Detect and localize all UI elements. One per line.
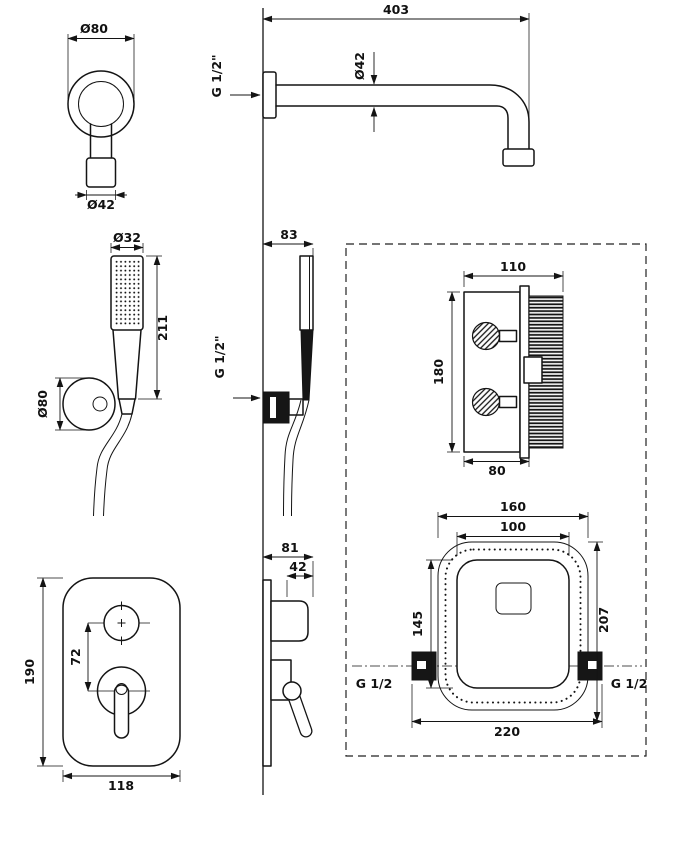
hand-shower-side-view: 83 G 1/2" [212,227,314,517]
dim-label-trim-height: 190 [22,659,37,685]
thermostat-knob-side [270,600,309,642]
template-display-window [495,582,532,615]
dim-label-handle-spacing: 72 [68,648,83,665]
extension-lines [447,291,460,453]
hand-shower-front-view: Ø32 211 Ø80 [35,230,170,517]
dim-label-cutout-width: 160 [500,499,526,514]
arm-flange-inner [78,81,124,127]
template-plate [456,559,570,689]
trim-plate-front-view: 190 72 118 [22,577,181,793]
arm-nozzle [502,148,535,167]
dim-label-thread-left: G 1/2 [356,676,393,691]
dim-label-total-height: 207 [596,607,611,633]
port-stub [498,395,518,409]
lever-pivot [115,683,128,695]
dim-label-arm-length: 403 [383,2,409,17]
arm-outlet-nut [85,157,117,188]
trim-plate-side [262,579,272,767]
arm-pipe-front [89,123,113,159]
diverter-lever [113,684,130,739]
dim-label-valve-depth: 80 [488,463,506,478]
hose-connector [118,398,136,415]
shower-hose-side [283,399,310,517]
fitting-slot [588,661,597,669]
dim-label-wall-offset: 83 [280,227,297,242]
arm-flange-outer [67,70,135,138]
dim-label-arm-outlet-diameter: Ø42 [87,197,115,212]
dim-label-holder-diameter: Ø80 [35,390,50,418]
lever-pivot-side [282,681,302,701]
dim-label-valve-height: 180 [431,359,446,385]
lever-handle-fill [288,691,312,737]
dim-label-arm-thread: G 1/2" [209,54,224,97]
dim-label-head-diameter: Ø32 [113,230,141,245]
mounting-template-view: 160 100 G 1/2 G 1/2 145 207 220 [352,499,647,739]
shower-arm-side-view: 403 Ø42 G 1/2" [209,2,535,167]
dim-label-handshower-length: 211 [155,315,170,341]
dim-label-inner-depth: 42 [289,559,306,574]
shower-hose [93,413,133,517]
dim-label-plate-height: 145 [410,611,425,637]
mixer-valve-body-view: 110 180 80 [431,259,564,478]
extension-lines [463,271,564,292]
trim-plate-side-view: 81 42 [262,540,314,767]
template-outline [437,541,589,711]
extension-lines [37,577,63,767]
dim-label-total-depth: 81 [281,540,298,555]
fitting-slot [417,661,426,669]
valve-port-top [471,321,501,351]
dim-label-thread-right: G 1/2 [611,676,648,691]
port-stub [498,329,518,343]
dim-label-connection-spacing: 220 [494,724,520,739]
dim-label-valve-width: 110 [500,259,526,274]
dim-label-arm-pipe-diameter: Ø42 [352,52,367,80]
handshower-head-side [299,255,314,331]
bracket-slot [270,397,276,418]
shower-arm-front-view: Ø80 Ø42 [67,21,135,212]
extension-lines [456,532,570,556]
dim-label-hose-thread: G 1/2" [212,335,227,378]
cartridge-window [523,356,543,384]
concealed-parts-boundary [345,243,647,757]
knob-tick-marks [117,601,126,645]
handshower-handle-side [300,329,314,401]
arm-pipe-side [275,84,530,150]
arm-wall-flange [262,71,277,119]
handshower-handle [112,329,142,400]
dim-label-trim-width: 118 [108,778,134,793]
valve-body [463,291,521,453]
holder-clamp [92,396,108,412]
wall-bracket [263,391,290,424]
valve-port-bottom [471,387,501,417]
trim-plate-body [62,577,181,767]
dim-label-arm-flange-diameter: Ø80 [80,21,108,36]
dim-label-plate-width: 100 [500,519,526,534]
template-hole-ring [444,548,582,704]
extension-lines [67,34,135,99]
spray-face-dots [114,260,140,326]
